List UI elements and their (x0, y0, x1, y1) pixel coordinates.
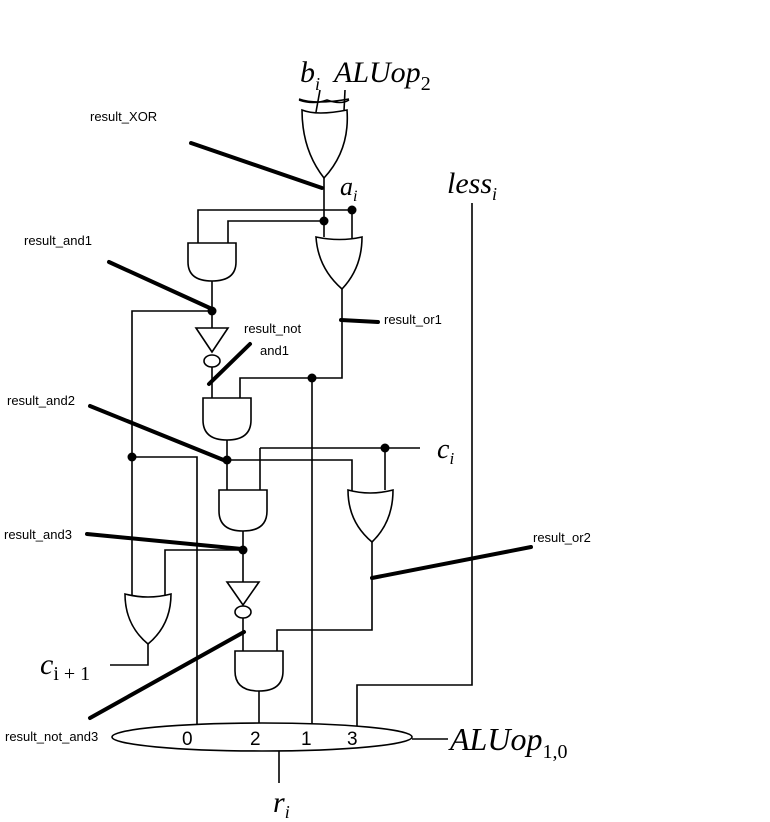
mux-input-2: 2 (250, 729, 261, 750)
cout-signal-label: ci + 1 (40, 648, 90, 685)
junction-dot (319, 216, 329, 226)
or2-gate (347, 488, 394, 544)
c-signal-label: ci (437, 434, 454, 468)
and2-gate (202, 397, 252, 441)
a-signal-label: ai (340, 172, 357, 205)
not1-gate (194, 327, 230, 354)
result-xor-label: result_XOR (90, 109, 157, 124)
aluop-select-label: ALUop1,0 (448, 721, 567, 763)
not2-bubble (234, 605, 252, 619)
or1-gate (315, 235, 363, 291)
and3-gate (218, 489, 268, 532)
result-or2-label: result_or2 (533, 530, 591, 545)
aluop2-signal-label: ALUop2 (332, 56, 431, 95)
result-and1-label: result_and1 (24, 233, 92, 248)
result-and2-label: result_and2 (7, 393, 75, 408)
not1-bubble (203, 354, 221, 368)
result-not-and1-label-line2: and1 (260, 343, 289, 358)
result-not-and3-label: result_not_and3 (5, 729, 98, 744)
b-signal-label: bi (300, 56, 320, 94)
mux-input-3: 3 (347, 729, 358, 750)
less-signal-label: lessi (447, 167, 497, 204)
and4-gate (234, 650, 284, 692)
result-not-and1-label-line1: result_not (244, 321, 301, 336)
xor-gate (298, 98, 350, 180)
r-signal-label: ri (273, 786, 290, 822)
less-wire (356, 203, 473, 728)
and1-gate (187, 242, 237, 282)
mux-input-0: 0 (182, 729, 193, 750)
result-or1-label: result_or1 (384, 312, 442, 327)
not2-gate (225, 581, 261, 607)
result-and3-label: result_and3 (4, 527, 72, 542)
carry-or-gate (124, 592, 172, 646)
mux-input-1: 1 (301, 729, 312, 750)
junction-dot (347, 205, 357, 215)
output-mux (111, 722, 413, 752)
